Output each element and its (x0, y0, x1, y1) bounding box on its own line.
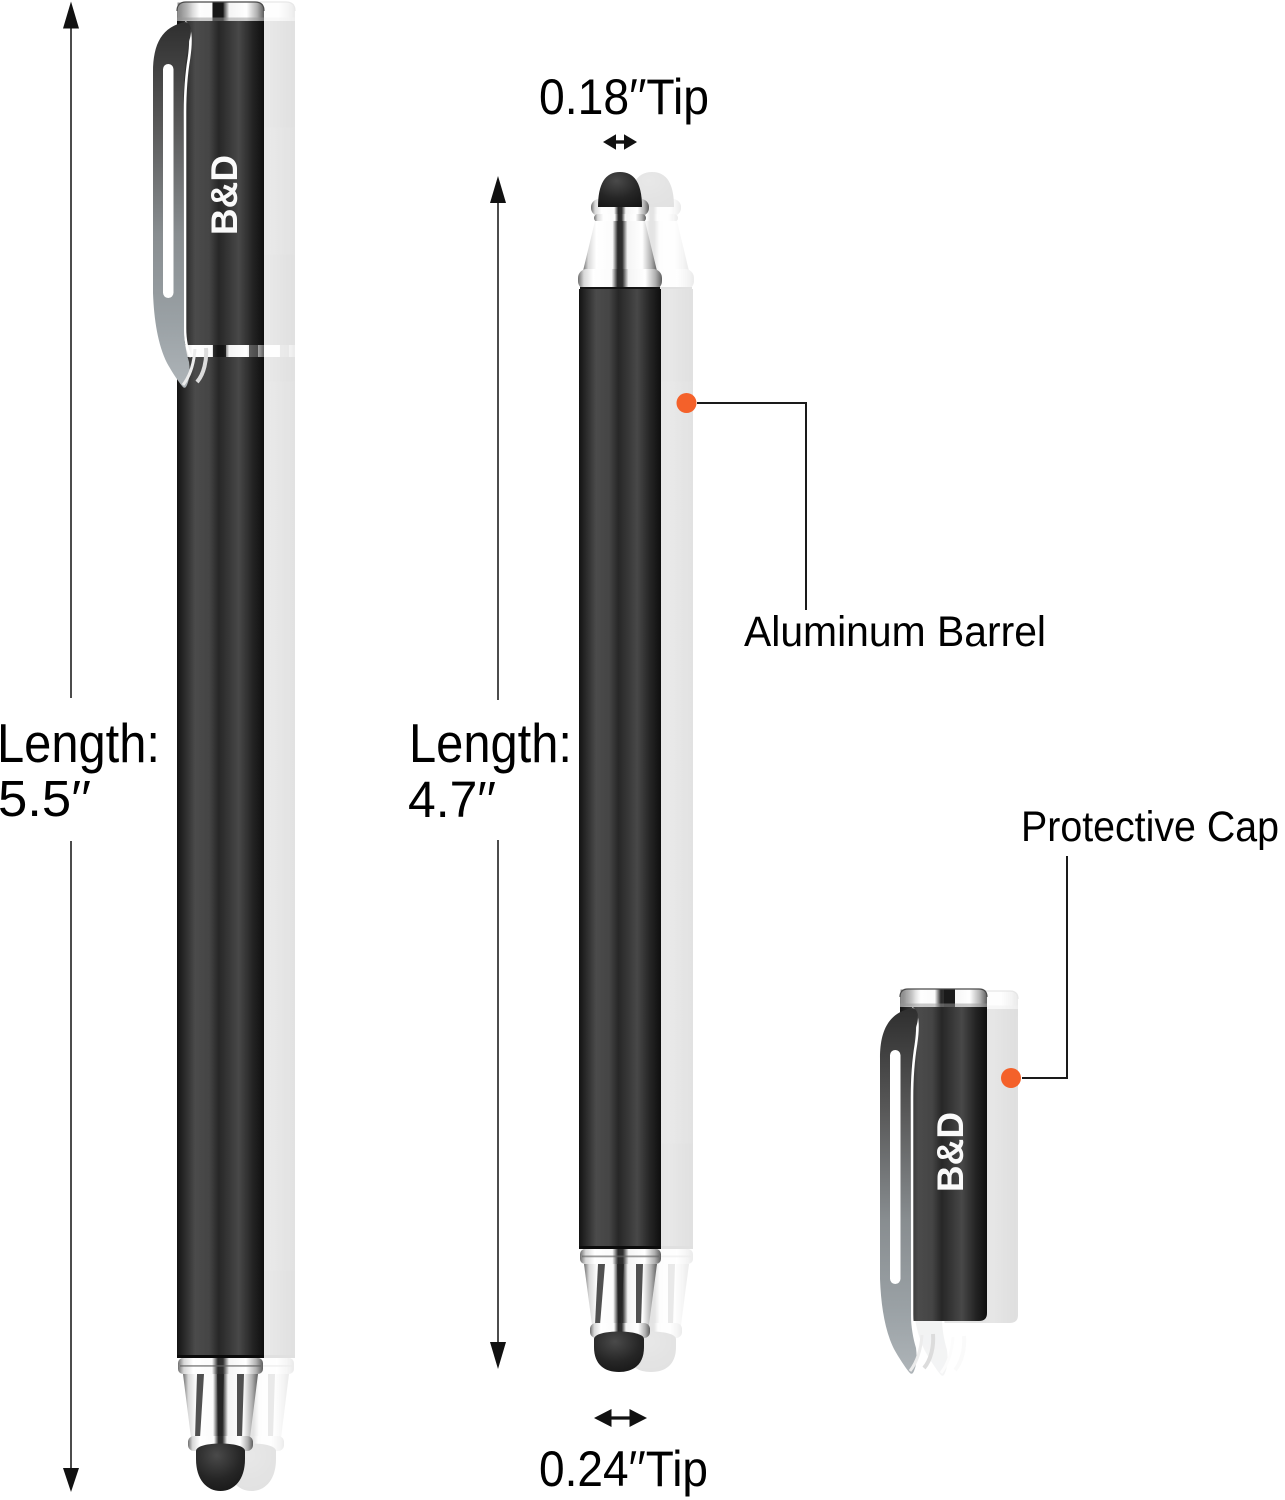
svg-text:0.18′′Tip: 0.18′′Tip (539, 69, 709, 125)
svg-text:Length:: Length: (409, 712, 572, 774)
svg-text:5.5′′: 5.5′′ (0, 770, 91, 827)
svg-text:Aluminum Barrel: Aluminum Barrel (744, 609, 1046, 656)
svg-text:Protective Cap: Protective Cap (1021, 804, 1279, 851)
svg-text:4.7′′: 4.7′′ (408, 771, 496, 828)
svg-text:Length:: Length: (0, 712, 160, 774)
svg-text:0.24′′Tip: 0.24′′Tip (539, 1441, 708, 1497)
